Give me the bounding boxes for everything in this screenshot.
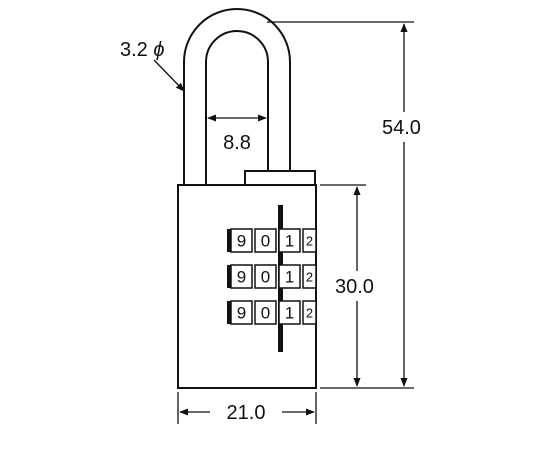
shackle-diameter-label: 3.2 ϕ [120,39,165,61]
dial-digit: 0 [261,232,270,251]
dial-digit: 2 [306,270,313,285]
dial-cell [302,264,317,289]
body-width-label: 21.0 [227,402,266,424]
dial-cell [302,228,317,253]
shackle [183,8,291,186]
dial-digit: 2 [306,306,313,321]
shackle-collar [244,170,316,186]
dial-cell [278,300,301,325]
dial-end-cap [227,265,231,288]
overall-height-dimension [267,21,414,389]
dial-cell [254,300,277,325]
dial-digit: 1 [285,232,294,251]
dial-digit: 1 [285,268,294,287]
shackle-inner-outline [205,30,269,186]
dial-cell [278,228,301,253]
dial-digit: 0 [261,268,270,287]
dial-digit: 9 [237,304,246,323]
dial-cell [302,300,317,325]
dial-cell [230,300,253,325]
overall-height-label-bg [390,112,456,142]
dial-cell [278,264,301,289]
overall-height-label: 54.0 [382,117,421,139]
dial-digit: 9 [237,232,246,251]
dial-end-cap [227,301,231,324]
dial-cell [230,228,253,253]
dial-digit: 1 [285,304,294,323]
dial-digit: 0 [261,304,270,323]
body-width-dimension [177,392,317,424]
dial-digit: 2 [306,234,313,249]
dial-digit: 9 [237,268,246,287]
dial-end-cap [227,229,231,252]
dial-cell [230,264,253,289]
body-height-label-bg [334,271,386,301]
dial-cell [254,228,277,253]
shackle-outer-outline [183,8,291,186]
dial-cell [254,264,277,289]
body-height-label: 30.0 [335,276,374,298]
shackle-width-label: 8.8 [223,132,251,154]
shackle-diameter-leader [153,59,185,92]
